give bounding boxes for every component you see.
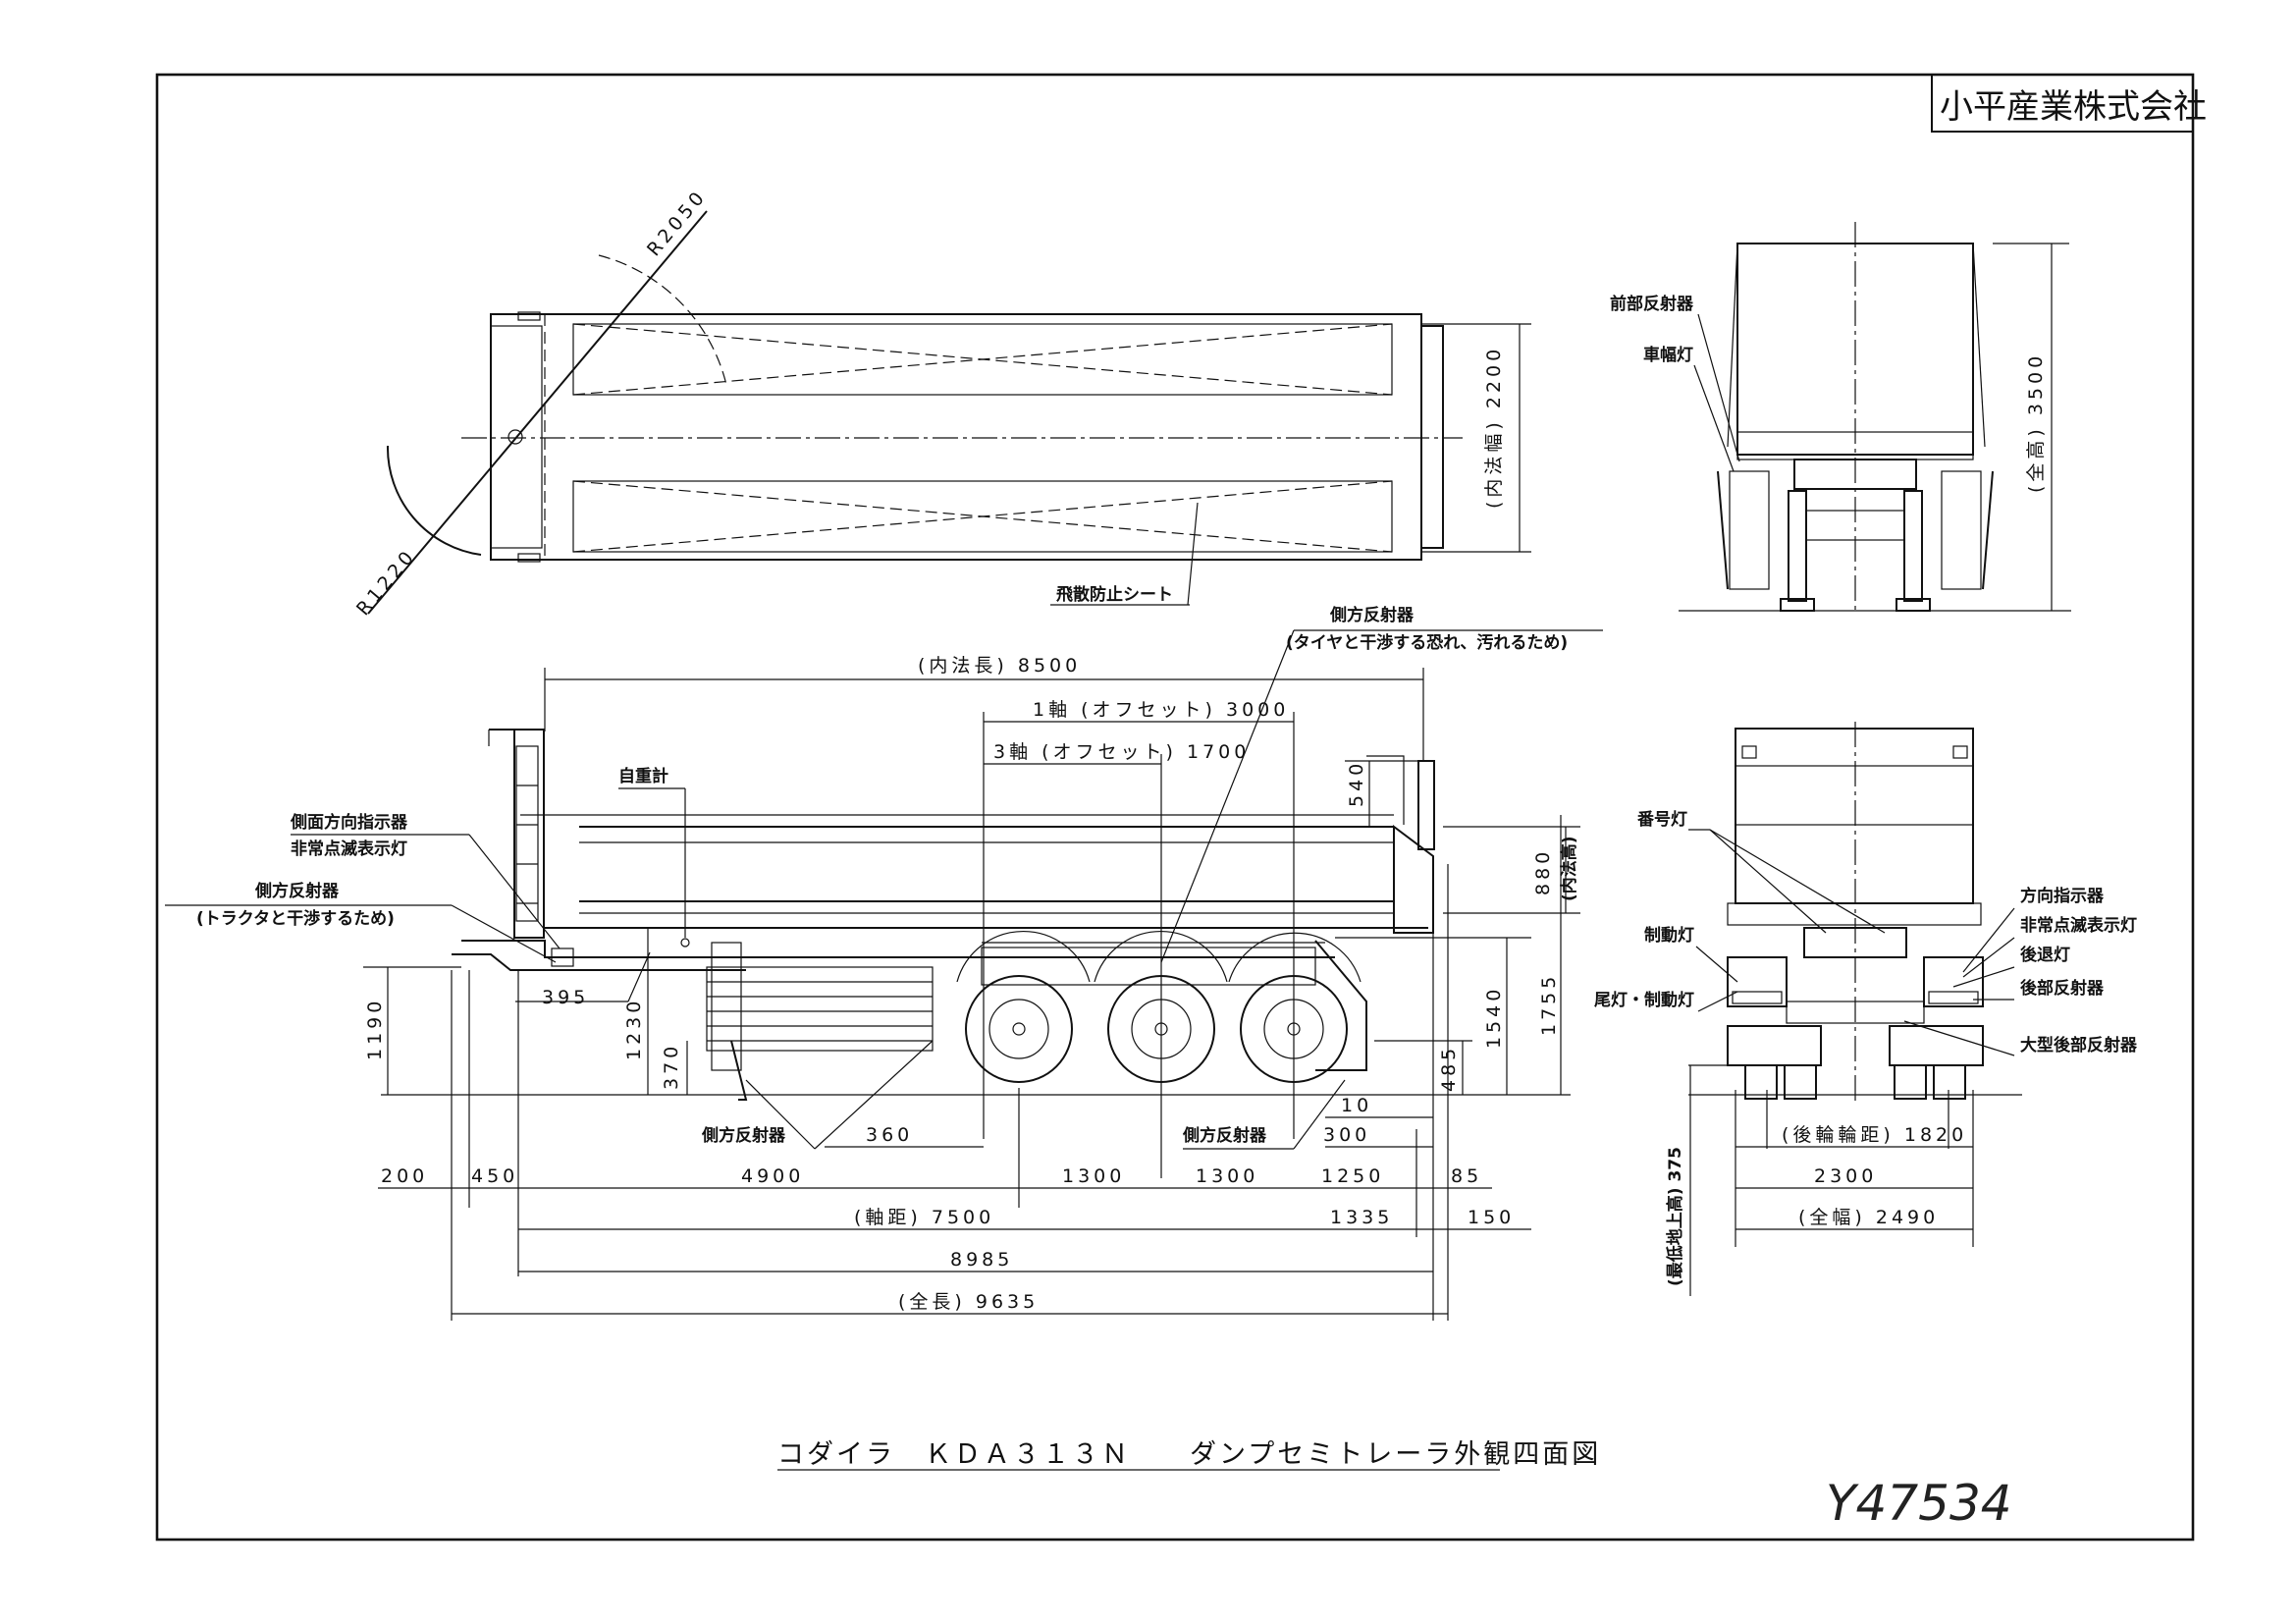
dim-85: 85: [1451, 1165, 1482, 1187]
plate-lamp-label: 番号灯: [1636, 810, 1687, 830]
inner-width-dim: (内法幅) 2200: [1483, 346, 1505, 509]
top-front-bulkhead: [490, 325, 543, 549]
sheet-panel-lower: [572, 480, 1393, 553]
dim-1250: 1250: [1321, 1165, 1384, 1187]
reflector-note-label: 側方反射器: [1329, 605, 1415, 625]
dim-10: 10: [1341, 1095, 1372, 1116]
side-reflector-tractor-label: 側方反射器: [254, 881, 340, 901]
large-rear-reflector-label: 大型後部反射器: [2020, 1035, 2138, 1056]
dim-370: 370: [661, 1043, 682, 1090]
dim-1755: 1755: [1538, 973, 1560, 1036]
axle1-offset-dim: 1軸 (オフセット) 3000: [1033, 699, 1289, 721]
sheet-panel-upper: [572, 323, 1393, 396]
reflector-note-sub: (タイヤと干渉する恐れ、汚れるため): [1286, 632, 1568, 653]
dim-1190: 1190: [364, 998, 386, 1060]
side-emergency-light-label: 非常点滅表示灯: [291, 839, 407, 859]
side-reflector-tractor-sub: (トラクタと干渉するため): [196, 908, 395, 929]
dim-1230: 1230: [623, 998, 645, 1060]
brake-lamp-label: 制動灯: [1644, 925, 1694, 946]
turn-signal-label: 方向指示器: [2020, 886, 2105, 906]
dim-150: 150: [1468, 1207, 1515, 1228]
dim-880-note: (内法高): [1559, 836, 1579, 901]
dim-1300b: 1300: [1196, 1165, 1258, 1187]
rear-track-dim: (後輪輪距) 1820: [1782, 1124, 1967, 1146]
dim-395: 395: [542, 987, 589, 1008]
overall-width-dim: (全幅) 2490: [1798, 1207, 1939, 1228]
dim-8985: 8985: [950, 1249, 1013, 1271]
side-view: (内法長) 8500 1軸 (オフセット) 3000 3軸 (オフセット) 17…: [165, 605, 1603, 1321]
dim-4900: 4900: [741, 1165, 804, 1187]
drawing-title: コダイラ ＫＤＡ３１３Ｎ ダンプセミトレーラ外観四面図: [777, 1439, 1601, 1470]
reverse-lamp-label: 後退灯: [2020, 945, 2070, 965]
dim-200: 200: [381, 1165, 428, 1187]
rear-body: [1735, 728, 1974, 904]
radius-large-label: R2050: [643, 186, 711, 261]
width-lamp-label: 車幅灯: [1643, 345, 1693, 365]
side-turn-signal-label: 側面方向指示器: [290, 812, 408, 833]
wheelbase-dim: (軸距) 7500: [854, 1207, 994, 1228]
side-reflector-bottom-left-label: 側方反射器: [701, 1125, 786, 1146]
dim-450: 450: [471, 1165, 518, 1187]
dim-1300a: 1300: [1062, 1165, 1125, 1187]
front-reflector-label: 前部反射器: [1610, 294, 1694, 314]
company-name: 小平産業株式会社: [1940, 87, 2207, 127]
rear-reflector-label: 後部反射器: [2020, 978, 2105, 999]
company-box: [1931, 74, 2194, 133]
rear-emergency-light-label: 非常点滅表示灯: [2020, 915, 2137, 936]
sheet-border: [155, 73, 2195, 1542]
ground-clearance-dim: (最低地上高) 375: [1665, 1147, 1685, 1286]
self-weigher-label: 自重計: [618, 766, 668, 786]
side-reflector-bottom-right-label: 側方反射器: [1182, 1125, 1267, 1146]
wheel-axle-1: [965, 975, 1073, 1083]
dim-2300: 2300: [1814, 1165, 1877, 1187]
top-view: R2050 R1220 (内法幅) 2200 飛散防止シート: [352, 186, 1531, 621]
top-rear-gate: [1420, 325, 1444, 549]
dim-1335: 1335: [1330, 1207, 1393, 1228]
inner-length-dim: (内法長) 8500: [918, 655, 1081, 677]
axle3-offset-dim: 3軸 (オフセット) 1700: [993, 741, 1250, 763]
overall-height-dim: (全高) 3500: [2025, 352, 2047, 493]
radius-small-label: R1220: [352, 545, 420, 621]
tail-brake-lamp-label: 尾灯・制動灯: [1594, 990, 1694, 1010]
dim-300: 300: [1323, 1124, 1370, 1146]
dim-360: 360: [866, 1124, 913, 1146]
rear-view: 番号灯 方向指示器 非常点滅表示灯 後退灯 後部反射器 大型後部反射器 制動灯 …: [1594, 722, 2138, 1296]
dim-540: 540: [1346, 760, 1367, 807]
dim-880: 880: [1532, 848, 1554, 895]
front-view: 前部反射器 車幅灯 (全高) 3500: [1610, 222, 2071, 614]
dim-1540: 1540: [1483, 986, 1505, 1049]
top-body: [490, 313, 1422, 561]
sheet-label: 飛散防止シート: [1055, 584, 1173, 605]
side-front-bulkhead: [513, 729, 545, 939]
drawing-number: Y47534: [1826, 1475, 2012, 1532]
dim-485: 485: [1438, 1045, 1460, 1092]
overall-length-dim: (全長) 9635: [898, 1291, 1039, 1313]
